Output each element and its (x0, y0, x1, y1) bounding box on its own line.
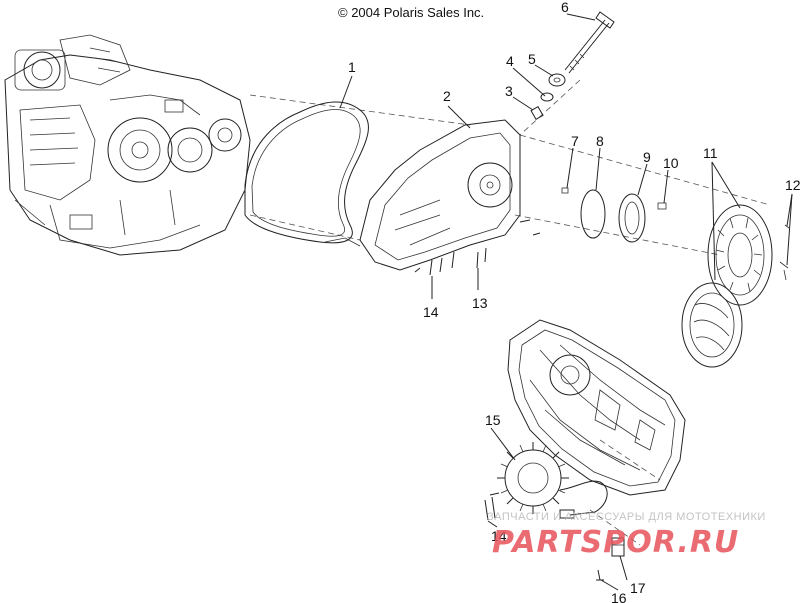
callout-3: 3 (505, 83, 513, 99)
callout-14-lower: 14 (491, 528, 507, 544)
part-15-stator-shape (484, 442, 608, 521)
part-11-plate-shapes (681, 204, 790, 368)
callout-9: 9 (643, 149, 651, 165)
callout-8: 8 (596, 133, 604, 149)
alignment-lines (249, 79, 771, 546)
parts-3-6-hardware-shapes (530, 11, 615, 121)
callout-7: 7 (571, 133, 579, 149)
callout-1: 1 (348, 59, 356, 75)
callout-4: 4 (506, 53, 514, 69)
callout-12: 12 (785, 177, 800, 193)
callout-leader-lines (339, 13, 793, 591)
callout-numbers: 1 2 3 4 5 6 7 8 9 10 11 12 13 14 15 14 1… (348, 0, 800, 603)
callout-10: 10 (663, 155, 679, 171)
watermark-tagline: ЗАПЧАСТИ И АКСЕССУАРЫ ДЛЯ МОТОТЕХНИКИ (487, 511, 766, 523)
callout-11: 11 (703, 145, 718, 161)
callout-13: 13 (472, 295, 488, 311)
callout-2: 2 (443, 88, 451, 104)
part-2-inner-cover-shape (324, 119, 521, 271)
parts-16-17-shapes (596, 537, 625, 581)
engine-block-illustration (4, 34, 251, 256)
outer-cover-shape (507, 319, 686, 496)
watermark-logo: PARTSPOR.RU (492, 525, 739, 560)
parts-7-10-shapes (561, 187, 667, 243)
callout-5: 5 (528, 51, 536, 67)
callout-17: 17 (630, 580, 646, 596)
copyright-text: © 2004 Polaris Sales Inc. (338, 5, 484, 20)
callout-15: 15 (485, 412, 501, 428)
watermark: ЗАПЧАСТИ И АКСЕССУАРЫ ДЛЯ МОТОТЕХНИКИ PA… (487, 511, 766, 560)
callout-14-upper: 14 (423, 304, 439, 320)
callout-6: 6 (561, 0, 569, 15)
part-1-gasket-shape (244, 101, 369, 244)
bolt-shapes (414, 219, 541, 276)
callout-16: 16 (611, 590, 627, 603)
